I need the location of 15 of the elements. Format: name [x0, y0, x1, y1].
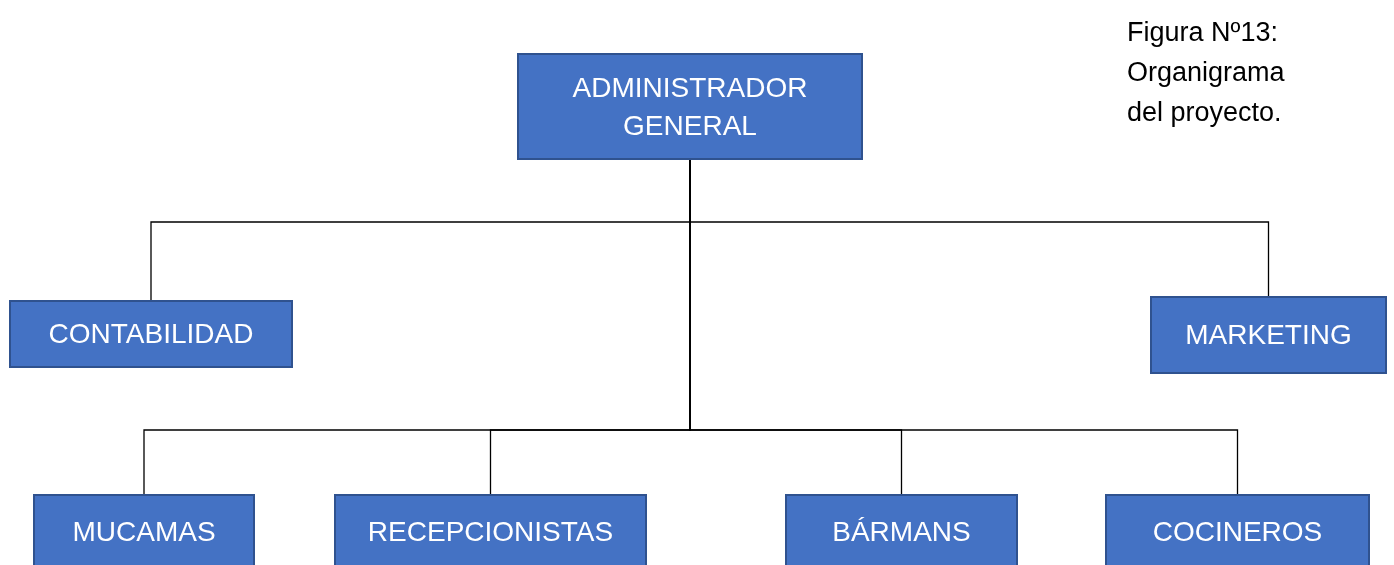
box-label: MUCAMAS [72, 514, 216, 549]
org-box [785, 494, 1018, 565]
box-label: ADMINISTRADOR GENERAL [571, 70, 809, 143]
org-box [33, 494, 255, 565]
box-label: RECEPCIONISTAS [367, 514, 614, 549]
org-box [9, 300, 293, 368]
box-label: MARKETING [1185, 318, 1352, 352]
box-label: BÁRMANS [832, 514, 971, 549]
org-box [334, 494, 647, 565]
box-label: CONTABILIDAD [48, 317, 254, 351]
box-label: COCINEROS [1152, 514, 1323, 549]
figure-caption: Figura Nº13: Organigrama del proyecto. [1127, 16, 1286, 129]
org-box [1105, 494, 1370, 565]
org-box [517, 53, 863, 160]
org-box [1150, 296, 1387, 374]
